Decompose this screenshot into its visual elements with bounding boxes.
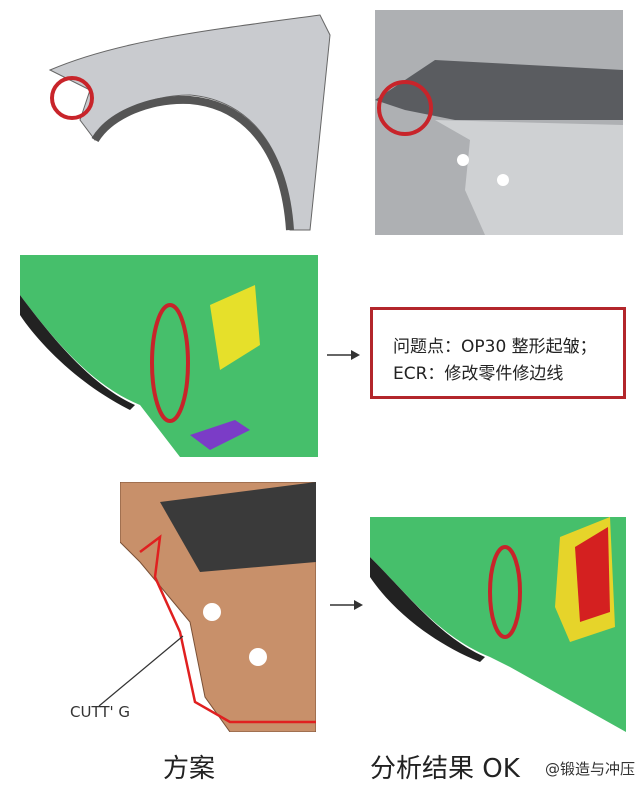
caption-solution: 方案 <box>163 754 216 784</box>
problem-note-box: 问题点：OP30 整形起皱； ECR：修改零件修边线 <box>370 307 626 399</box>
highlight-circle <box>488 545 522 639</box>
cutting-label: CUTT' G <box>70 703 131 721</box>
caption-result: 分析结果 OK <box>370 754 520 784</box>
watermark: @锻造与冲压 <box>545 760 636 778</box>
highlight-circle <box>150 303 190 423</box>
problem-text: 问题点：OP30 整形起皱； <box>393 337 597 357</box>
arrow-icon <box>327 350 360 360</box>
highlight-circle <box>50 76 94 120</box>
arrow-icon <box>330 600 363 610</box>
fender-overview-image <box>48 14 331 231</box>
result-simulation-image <box>370 517 626 732</box>
trim-solution-image <box>120 482 316 732</box>
ecr-text: ECR：修改零件修边线 <box>393 364 564 384</box>
highlight-circle <box>377 80 433 136</box>
fender-detail-image <box>375 10 623 235</box>
cutting-pointer-arrow <box>98 635 184 707</box>
wrinkle-simulation-image <box>20 255 318 457</box>
